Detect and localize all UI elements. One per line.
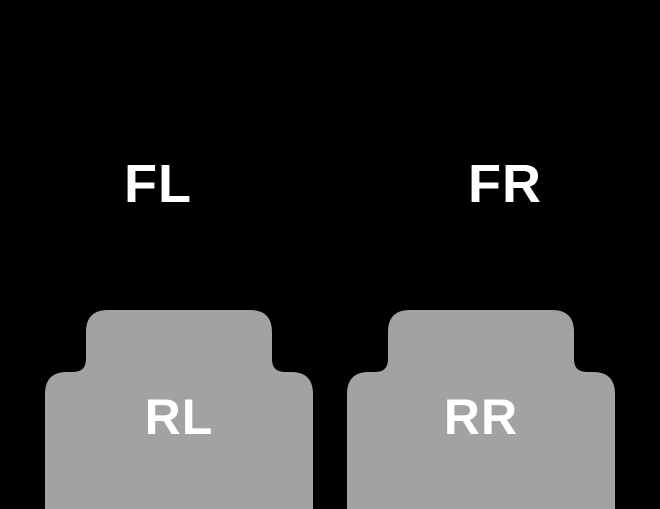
rear-left-mat-label: RL — [144, 389, 214, 445]
front-left-label: FL — [124, 154, 192, 214]
front-right-label: FR — [468, 154, 542, 214]
rear-right-mat: RR — [347, 310, 615, 509]
rear-right-mat-shape — [347, 310, 615, 509]
rear-right-mat-outline — [347, 310, 615, 509]
rear-left-mat: RL — [45, 310, 313, 509]
rear-left-mat-outline — [45, 310, 313, 509]
rear-left-mat-shape — [45, 310, 313, 509]
rear-right-mat-label: RR — [443, 389, 519, 445]
